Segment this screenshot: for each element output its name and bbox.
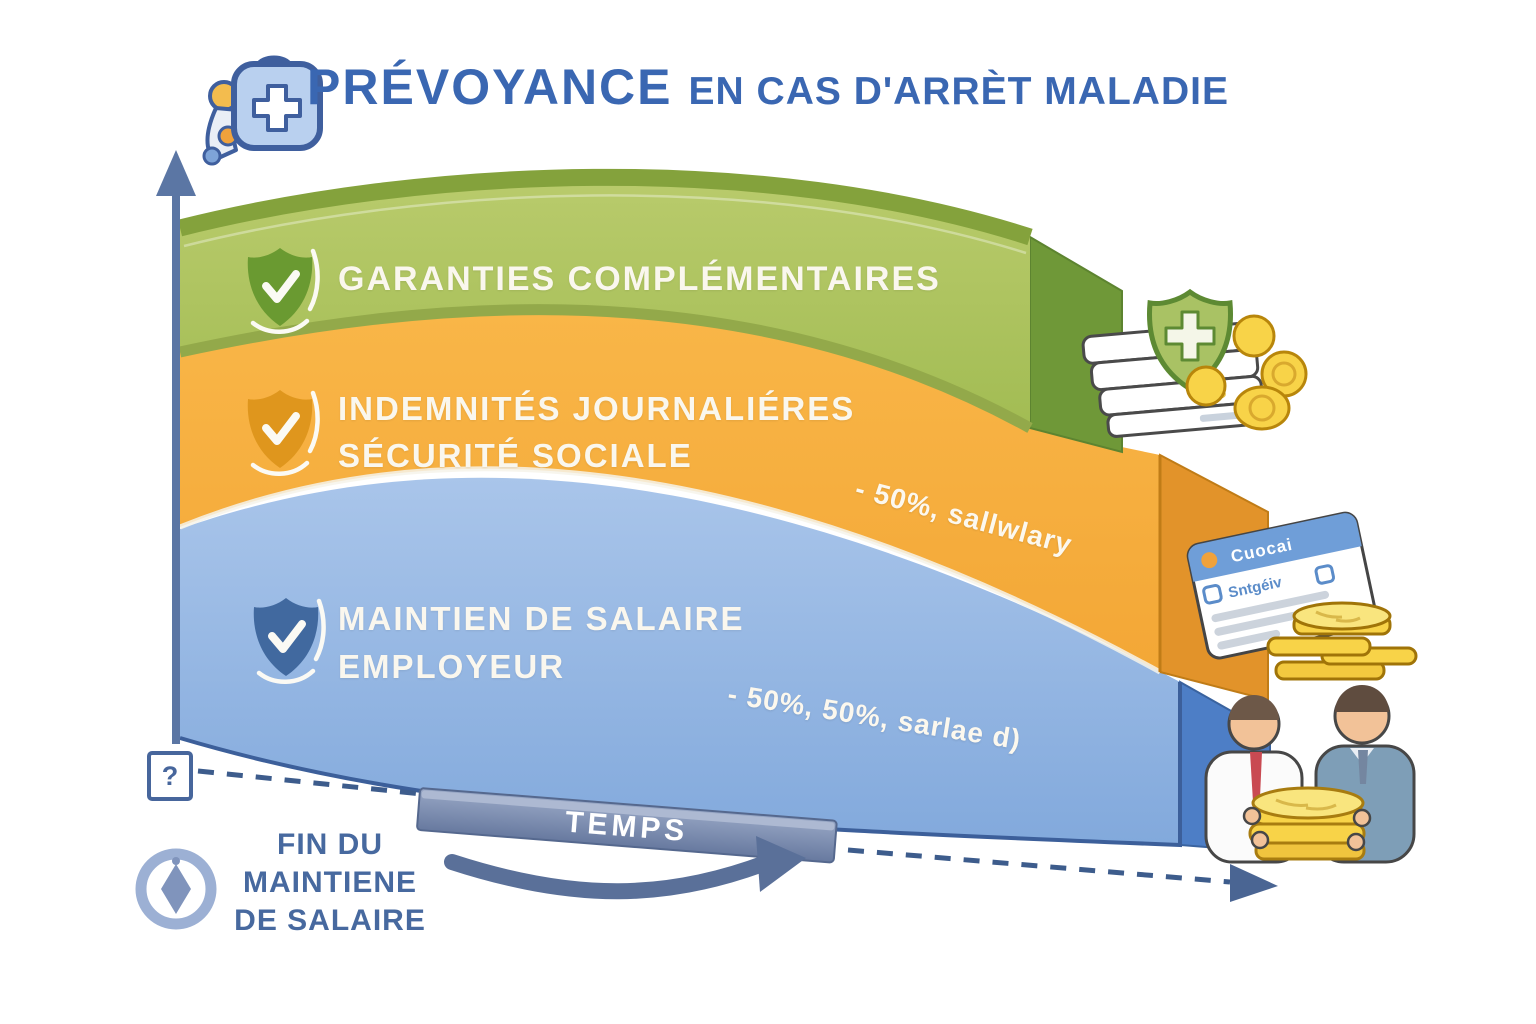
temps-bar-bevel <box>421 790 835 831</box>
band-label-ijss-line1: INDEMNITÉS JOURNALIÉRES <box>338 390 856 427</box>
question-mark-box: ? <box>147 751 193 801</box>
page-title: PRÉVOYANCE EN CAS D'ARRÈT MALADIE <box>307 58 1229 116</box>
people-exchange-illustration <box>1204 685 1416 864</box>
person-right-hair <box>1335 685 1389 712</box>
band-label-maintien-line1: MAINTIEN DE SALAIRE <box>338 600 745 637</box>
swoosh-arrow <box>444 836 806 900</box>
timeline-dashed-right <box>847 847 1231 885</box>
swoosh-arrowhead-icon <box>756 836 806 892</box>
timeline-dashed-left <box>197 768 423 797</box>
insurance-documents-illustration <box>1081 288 1308 438</box>
first-aid-bag-icon <box>202 55 323 166</box>
temps-bar: TEMPS <box>416 787 838 864</box>
band-orange-front-face <box>180 309 1160 672</box>
band-label-garanties: GARANTIES COMPLÉMENTAIRES <box>338 260 941 298</box>
band-green-top-highlight <box>183 194 1027 255</box>
band-green-top-rim <box>177 168 1033 246</box>
temps-bar-body <box>416 787 838 864</box>
milestone-label: FIN DU MAINTIENE DE SALAIRE <box>200 826 460 940</box>
coin-stack-icon <box>1266 601 1418 681</box>
health-card-illustration: Cuocai Sntgéiv <box>1186 511 1418 681</box>
swoosh-curve <box>444 854 776 900</box>
band-label-ijss-line2: SÉCURITÉ SOCIALE <box>338 437 693 474</box>
right-arrow-icon <box>1230 864 1278 902</box>
band-green-front-face <box>180 177 1030 428</box>
up-arrow-icon <box>156 150 196 196</box>
band-orange-bottom-highlight <box>179 466 1162 675</box>
person-left-tie <box>1250 752 1262 802</box>
x-axis-timeline: TEMPS <box>197 768 1278 902</box>
milestone-line2: MAINTIENE <box>243 866 417 899</box>
page-title-secondary: EN CAS D'ARRÈT MALADIE <box>688 70 1229 113</box>
person-left-hair <box>1229 695 1279 720</box>
page-title-primary: PRÉVOYANCE <box>307 59 673 115</box>
band-blue-front-face <box>180 477 1180 845</box>
y-axis <box>156 150 196 744</box>
big-coin-stack-icon <box>1248 786 1366 861</box>
clock-icon <box>135 848 217 930</box>
milestone-line3: DE SALAIRE <box>234 904 426 937</box>
milestone-line1: FIN DU <box>277 828 383 861</box>
band-label-maintien-line2: EMPLOYEUR <box>338 648 566 685</box>
